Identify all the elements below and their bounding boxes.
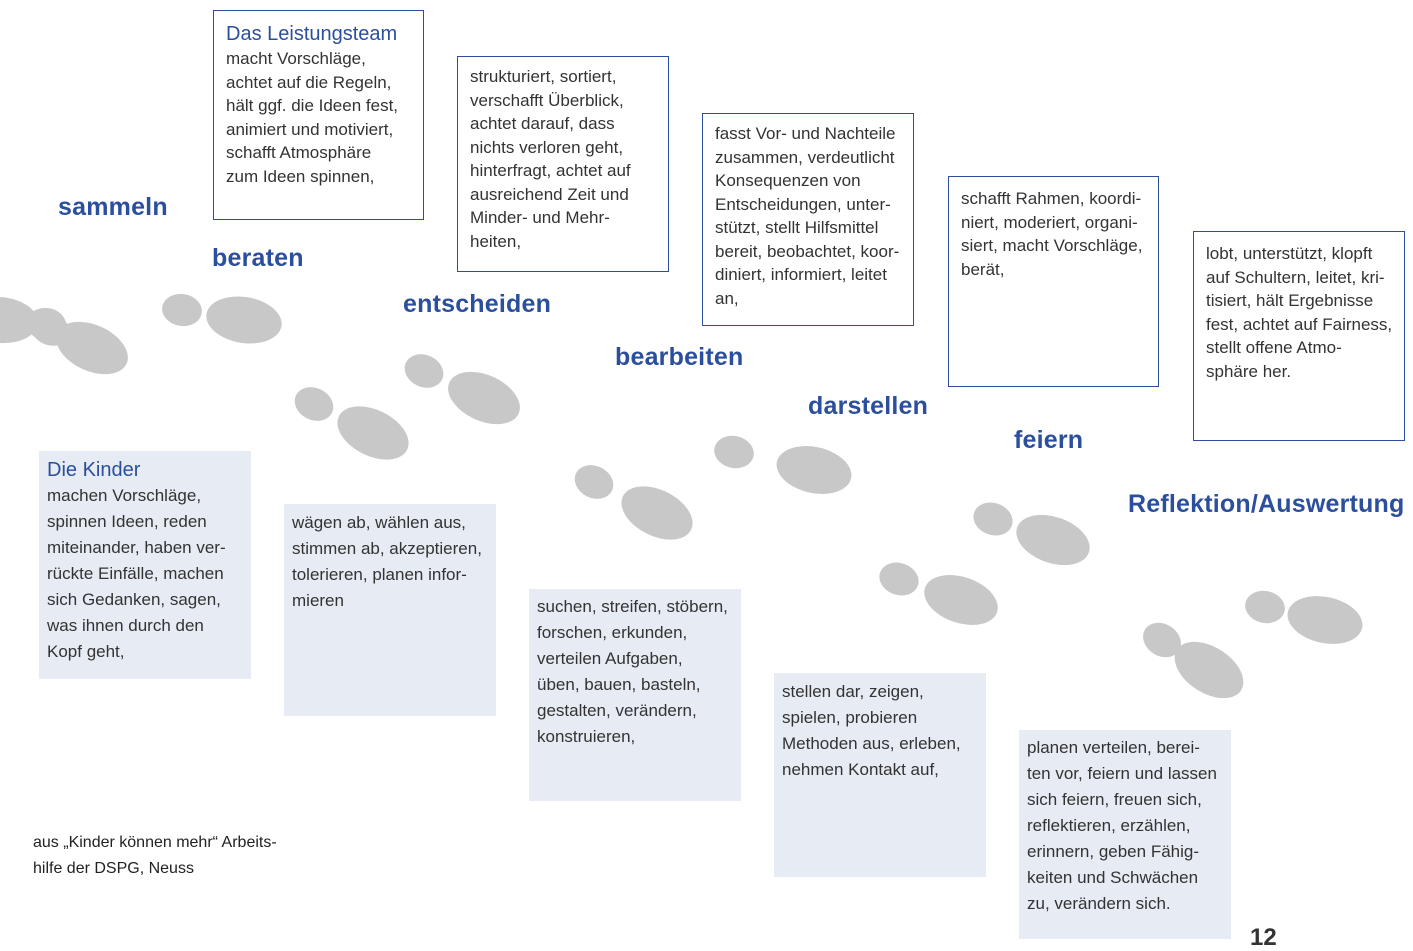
- footprint-heel: [879, 562, 919, 596]
- stage-label-reflektion: Reflektion/Auswertung: [1128, 490, 1405, 518]
- stage-label-darstellen: darstellen: [808, 392, 929, 420]
- stage-label-sammeln: sammeln: [58, 193, 168, 221]
- footprint-heel: [294, 387, 334, 421]
- team-box-darstellen: schafft Rahmen, koordi- niert, moderiert…: [948, 176, 1159, 387]
- footprint: [714, 435, 852, 494]
- footprint-sole: [206, 296, 282, 344]
- kids-box-text: stellen dar, zeigen, spielen, probieren …: [782, 682, 961, 779]
- team-box-beraten: strukturiert, sortiert, verschafft Überb…: [457, 56, 669, 272]
- footprint: [294, 387, 409, 460]
- kids-box-beraten: wägen ab, wählen aus, stimmen ab, akzept…: [284, 504, 496, 716]
- team-box-text: schafft Rahmen, koordi- niert, moderiert…: [961, 189, 1143, 279]
- footprint-sole: [0, 296, 38, 344]
- footprint-sole: [56, 321, 128, 375]
- footprint-heel: [162, 293, 202, 327]
- footprint: [1245, 590, 1363, 644]
- stage-label-bearbeiten: bearbeiten: [615, 343, 744, 371]
- kids-box-darstellen: stellen dar, zeigen, spielen, probieren …: [774, 673, 986, 877]
- footprint-heel: [1143, 622, 1181, 658]
- team-box-reflektion: lobt, unterstützt, klopft auf Schultern,…: [1193, 231, 1405, 441]
- kids-box-feiern: planen verteilen, berei- ten vor, feiern…: [1019, 730, 1231, 939]
- page-number: 12: [1250, 924, 1277, 951]
- footprint-sole: [1174, 641, 1244, 699]
- footprint: [162, 293, 282, 344]
- footprint-sole: [621, 486, 693, 540]
- kids-box-text: suchen, streifen, stöbern, forschen, erk…: [537, 597, 728, 746]
- footprint: [404, 354, 520, 425]
- footprint-sole: [337, 406, 409, 460]
- team-box-entscheiden: fasst Vor- und Nachteile zusammen, verde…: [702, 113, 914, 326]
- footprint-sole: [448, 371, 520, 425]
- stage-label-feiern: feiern: [1014, 426, 1084, 454]
- footprint: [574, 465, 693, 540]
- stage-label-entscheiden: entscheiden: [403, 290, 552, 318]
- footprint-heel: [574, 465, 614, 499]
- footprint-heel: [714, 435, 754, 469]
- footprint: [973, 502, 1090, 566]
- kids-box-text: planen verteilen, berei- ten vor, feiern…: [1027, 738, 1217, 913]
- team-box-sammeln: Das Leistungsteam macht Vorschläge, acht…: [213, 10, 424, 220]
- footprint: [879, 562, 998, 625]
- source-note: aus „Kinder können mehr“ Arbeits- hilfe …: [33, 834, 277, 877]
- footprint-sole: [1287, 596, 1363, 644]
- team-box-text: strukturiert, sortiert, verschafft Überb…: [470, 67, 631, 251]
- footprint-heel: [404, 354, 444, 388]
- footprint: [30, 312, 128, 375]
- footprint-sole: [924, 575, 998, 625]
- kids-box-sammeln: Die Kinder machen Vorschläge, spinnen Id…: [39, 451, 251, 679]
- team-box-text: lobt, unterstützt, klopft auf Schultern,…: [1206, 244, 1393, 381]
- kids-box-text: machen Vorschläge, spinnen Ideen, reden …: [47, 486, 226, 661]
- kids-box-text: wägen ab, wählen aus, stimmen ab, akzept…: [292, 513, 482, 610]
- kids-heading: Die Kinder: [47, 459, 141, 481]
- footprint-heel: [1245, 590, 1285, 624]
- footprint: [1143, 622, 1244, 699]
- footprint-sole: [776, 446, 852, 494]
- stage-label-beraten: beraten: [212, 244, 304, 272]
- team-box-text: fasst Vor- und Nachteile zusammen, verde…: [715, 124, 900, 308]
- kids-box-bearbeiten: suchen, streifen, stöbern, forschen, erk…: [529, 589, 741, 801]
- team-box-text: macht Vorschläge, achtet auf die Regeln,…: [226, 49, 399, 186]
- team-heading: Das Leistungsteam: [226, 23, 398, 45]
- footprint-sole: [1016, 514, 1090, 566]
- footprint-heel: [973, 502, 1013, 536]
